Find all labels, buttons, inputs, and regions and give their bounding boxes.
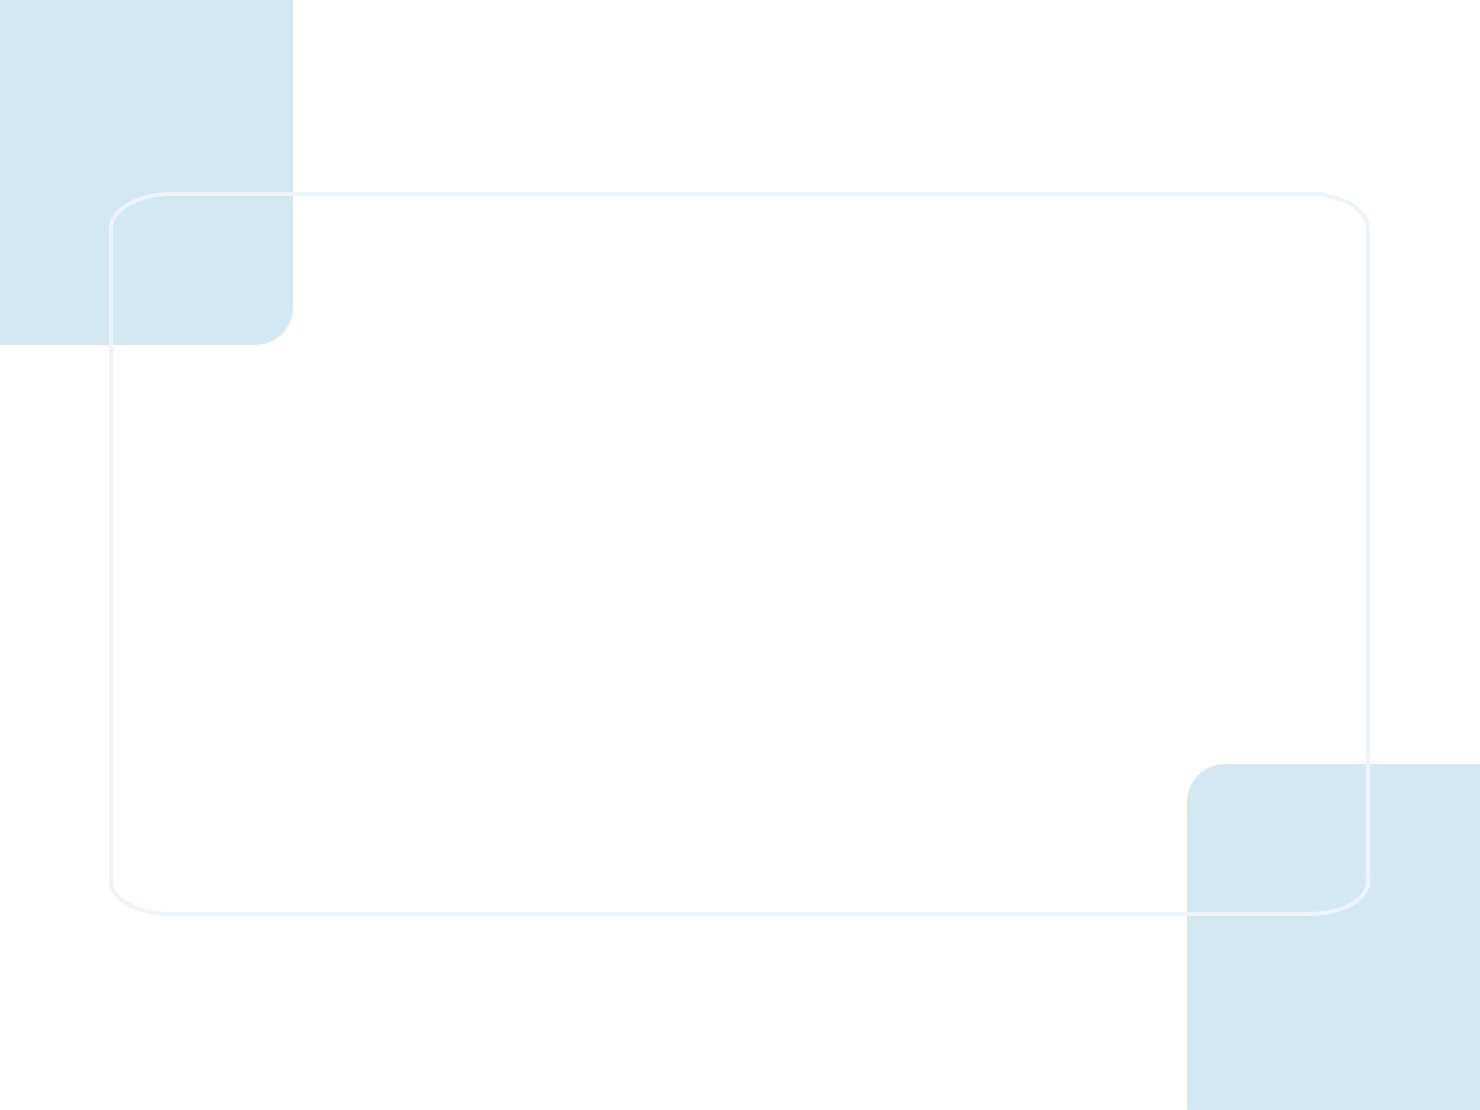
top-left-decorative-block (0, 0, 293, 345)
bottom-right-decorative-block (1187, 764, 1480, 1110)
content-frame-outline (109, 192, 1370, 916)
